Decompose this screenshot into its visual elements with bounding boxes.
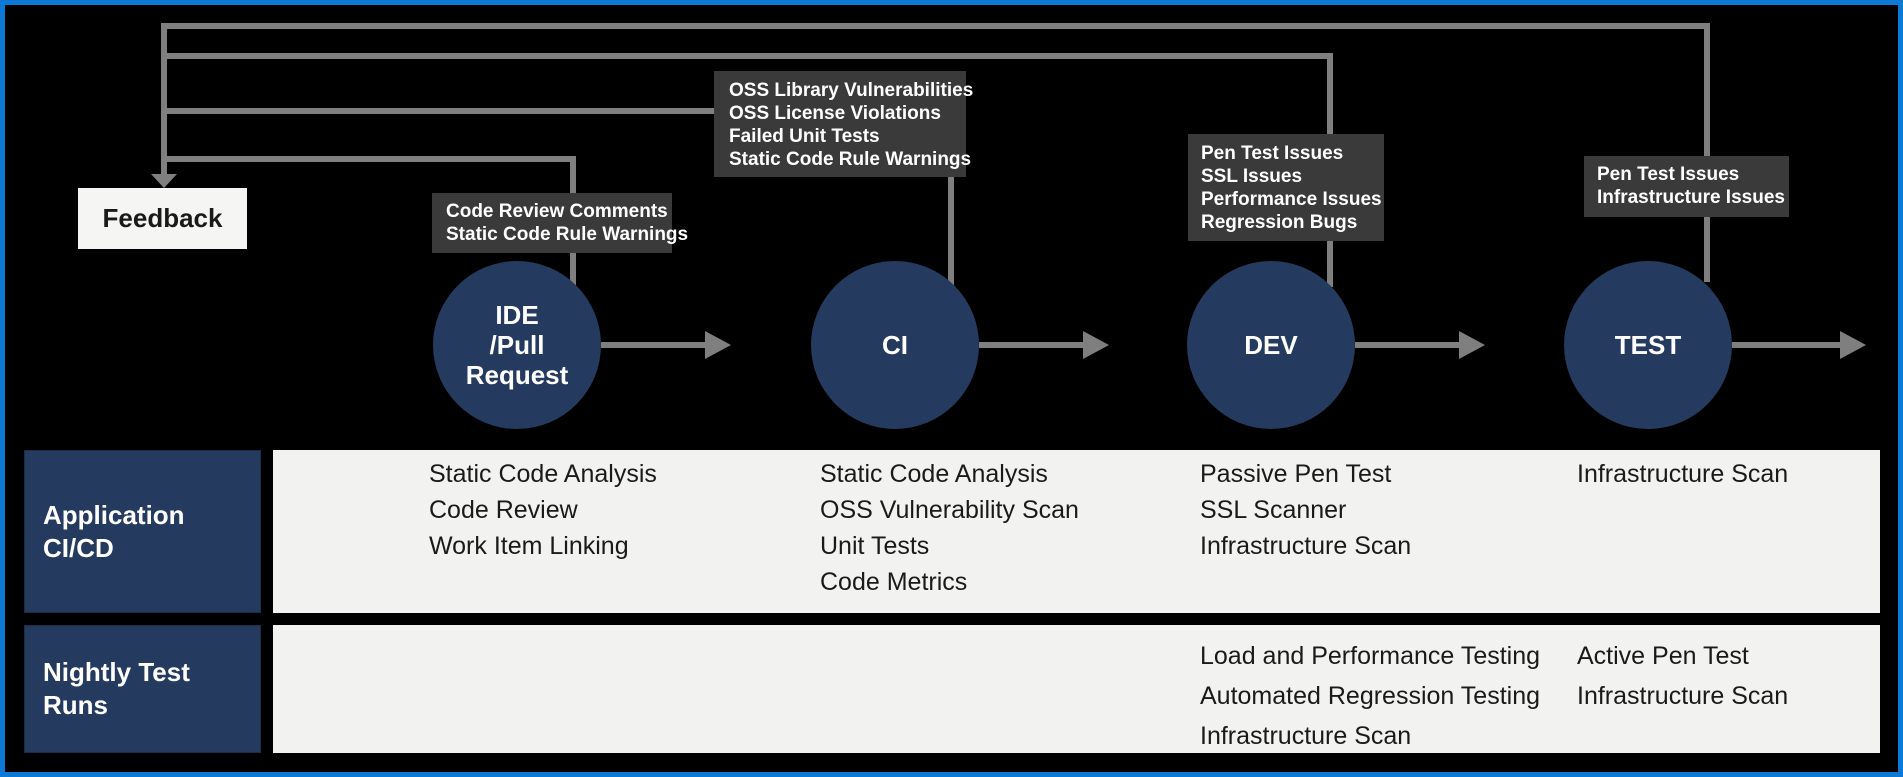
feedback-trunk-line: [161, 23, 167, 175]
nightly-list-dev: Load and Performance Testing Automated R…: [1200, 642, 1541, 750]
stage-circle-ide: IDE /Pull Request: [433, 261, 601, 429]
row-panel-nightly-test-runs: [273, 625, 1880, 753]
flow-arrow-ide-ci: [601, 342, 705, 348]
flow-arrow-dev-test: [1355, 342, 1459, 348]
stage-label-dev: DEV: [1244, 330, 1298, 360]
flow-arrowhead-ide-ci-icon: [705, 331, 731, 359]
feedback-line-dev: [161, 53, 1333, 59]
tooltip-test-issues: Pen Test Issues Infrastructure Issues: [1584, 156, 1789, 217]
cicd-list-ide: Static Code Analysis Code Review Work It…: [429, 460, 657, 560]
feedback-riser-ci: [948, 108, 954, 286]
tooltip-dev-issues: Pen Test Issues SSL Issues Performance I…: [1188, 134, 1384, 241]
flow-arrowhead-dev-test-icon: [1459, 331, 1485, 359]
flow-arrowhead-test-out-icon: [1840, 331, 1866, 359]
stage-label-ide: IDE /Pull Request: [465, 300, 569, 390]
row-label-nightly-test-runs: Nightly Test Runs: [24, 625, 261, 753]
cicd-list-ci: Static Code Analysis OSS Vulnerability S…: [820, 460, 1079, 596]
feedback-riser-test: [1704, 23, 1710, 282]
flow-arrow-test-out: [1732, 342, 1840, 348]
feedback-line-ci: [161, 108, 954, 114]
stage-label-test: TEST: [1614, 330, 1682, 360]
cicd-list-dev: Passive Pen Test SSL Scanner Infrastruct…: [1200, 460, 1412, 560]
feedback-label: Feedback: [102, 203, 223, 233]
stage-label-ci: CI: [882, 330, 908, 360]
cicd-list-test: Infrastructure Scan: [1577, 460, 1789, 488]
feedback-box: Feedback: [78, 188, 247, 249]
feedback-line-ide: [161, 156, 576, 162]
tooltip-ide-issues: Code Review Comments Static Code Rule Wa…: [432, 193, 688, 253]
feedback-line-test: [161, 23, 1710, 29]
flow-arrowhead-ci-dev-icon: [1083, 331, 1109, 359]
feedback-arrowhead-icon: [151, 174, 177, 188]
stage-circle-test: TEST: [1564, 261, 1732, 429]
tooltip-ci-issues: OSS Library Vulnerabilities OSS License …: [714, 71, 973, 177]
stage-circle-dev: DEV: [1187, 261, 1355, 429]
flow-arrow-ci-dev: [979, 342, 1083, 348]
row-panel-application-cicd: [273, 450, 1880, 613]
row-label-application-cicd: Application CI/CD: [24, 450, 261, 613]
nightly-list-test: Active Pen Test Infrastructure Scan: [1577, 642, 1789, 710]
stage-circle-ci: CI: [811, 261, 979, 429]
